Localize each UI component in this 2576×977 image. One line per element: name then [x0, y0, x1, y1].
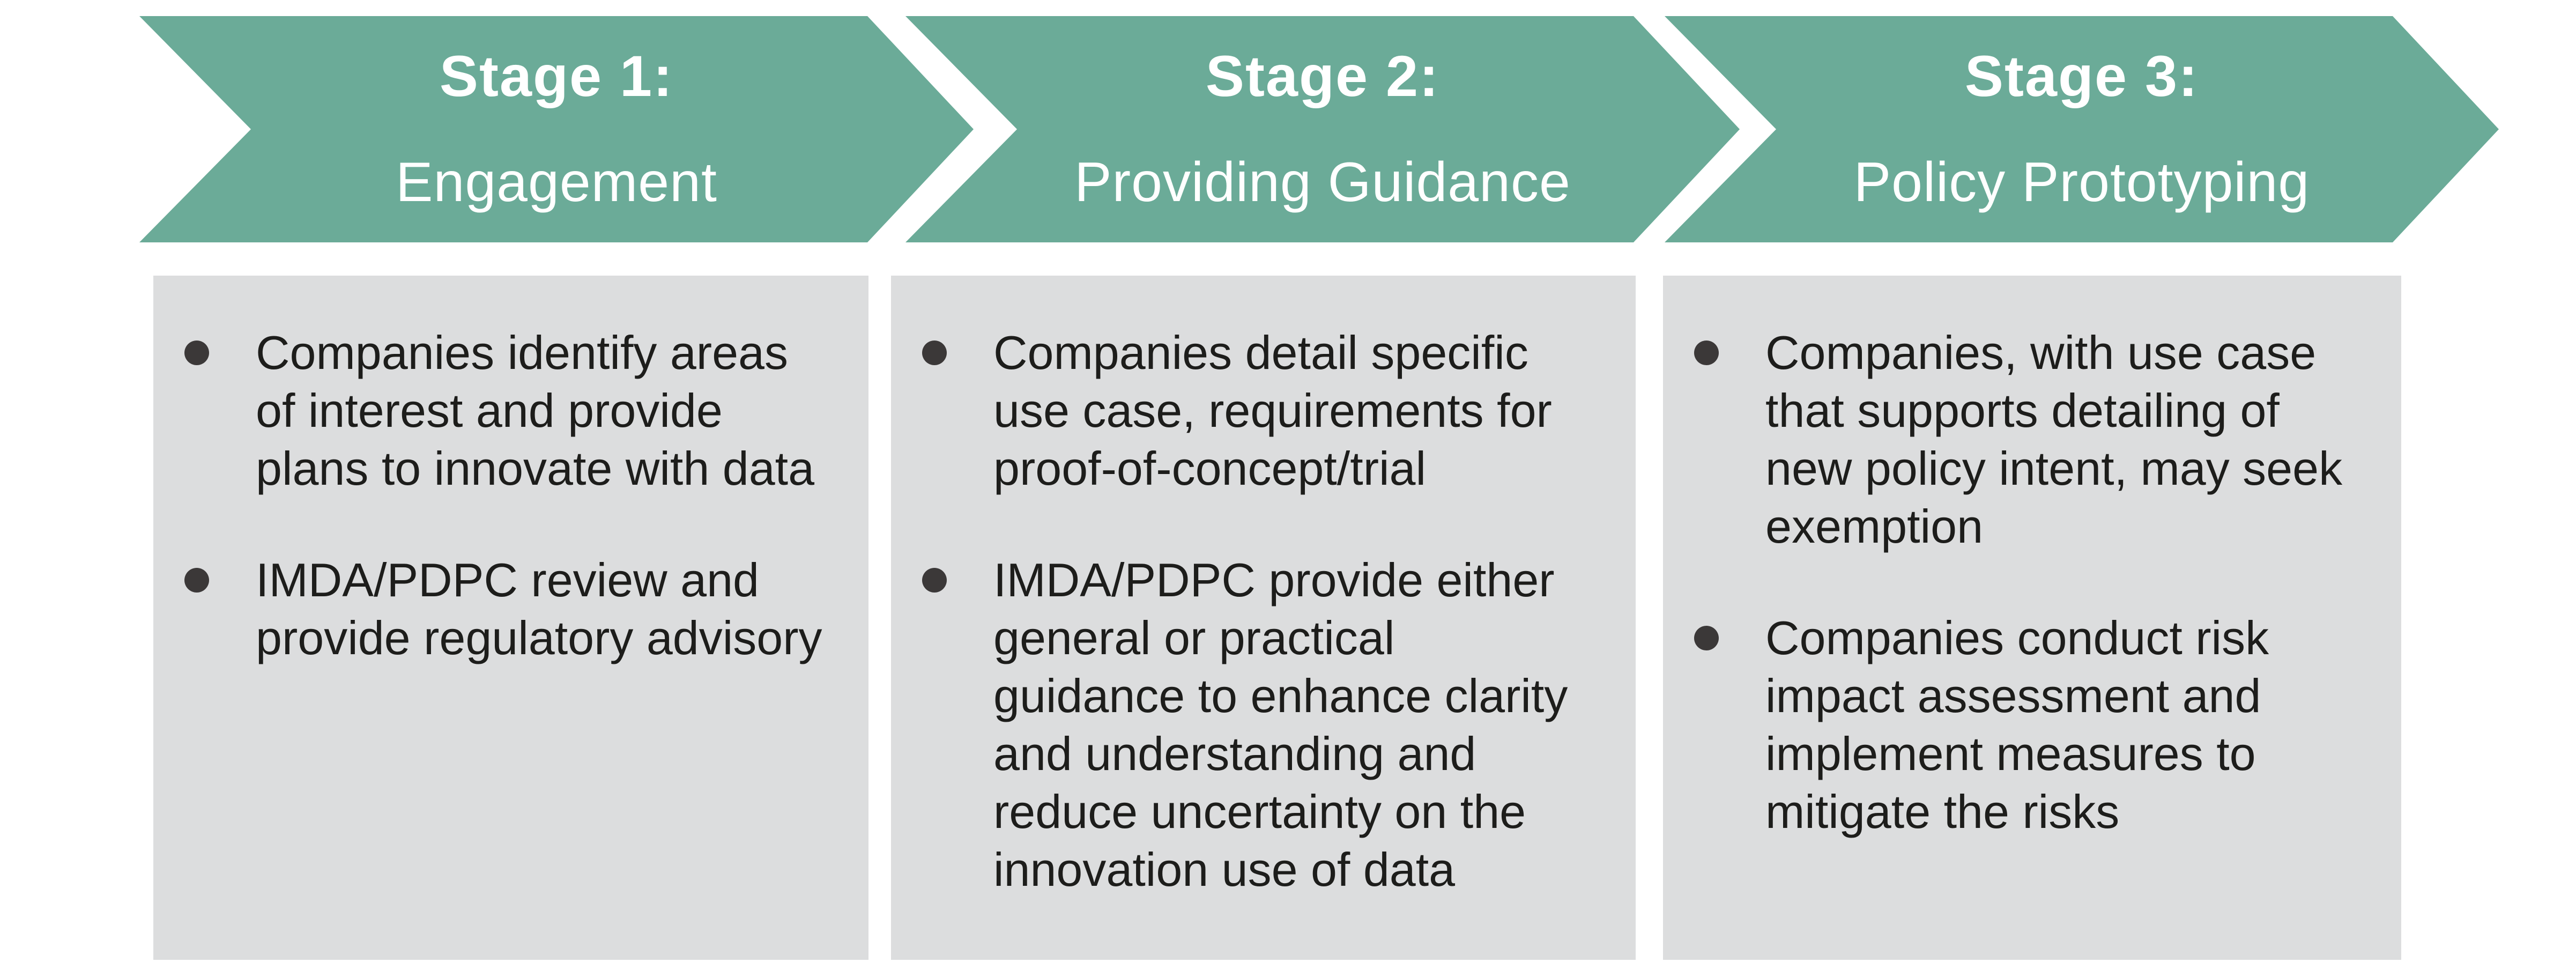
stage-1-title: Engagement	[396, 151, 717, 213]
bullet-text: Companies conduct risk impact assessment…	[1765, 611, 2269, 838]
bullet-text: IMDA/PDPC provide either general or prac…	[993, 553, 1568, 896]
list-item: Companies, with use case that supports d…	[1694, 324, 2385, 556]
bullet-text: IMDA/PDPC review and provide regulatory …	[256, 553, 822, 664]
stage-1-label: Stage 1:	[439, 43, 674, 108]
list-item: IMDA/PDPC provide either general or prac…	[922, 551, 1620, 899]
stage-2-bullet-list: Companies detail specific use case, requ…	[922, 324, 1620, 899]
stage-3-bullet-list: Companies, with use case that supports d…	[1694, 324, 2385, 841]
list-item: Companies detail specific use case, requ…	[922, 324, 1620, 498]
bullet-text: Companies detail specific use case, requ…	[993, 326, 1552, 495]
bullet-text: Companies, with use case that supports d…	[1765, 326, 2343, 553]
bullet-icon	[184, 341, 209, 365]
stage-3-title: Policy Prototyping	[1853, 151, 2310, 213]
bullet-icon	[184, 568, 209, 593]
list-item: Companies conduct risk impact assessment…	[1694, 609, 2385, 841]
bullet-icon	[1694, 341, 1719, 365]
bullet-icon	[922, 568, 947, 593]
stage-1-details-box: Companies identify areas of interest and…	[153, 276, 868, 960]
stage-2-label: Stage 2:	[1205, 43, 1440, 108]
list-item: Companies identify areas of interest and…	[184, 324, 852, 498]
stage-2-details-box: Companies detail specific use case, requ…	[891, 276, 1636, 960]
list-item: IMDA/PDPC review and provide regulatory …	[184, 551, 852, 667]
stage-3-chevron: Stage 3: Policy Prototyping	[1665, 16, 2499, 242]
bullet-icon	[1694, 626, 1719, 650]
stage-1-bullet-list: Companies identify areas of interest and…	[184, 324, 852, 667]
stage-2-chevron: Stage 2: Providing Guidance	[905, 16, 1740, 242]
bullet-icon	[922, 341, 947, 365]
stage-2-title: Providing Guidance	[1074, 151, 1571, 213]
stage-3-details-box: Companies, with use case that supports d…	[1663, 276, 2401, 960]
bullet-text: Companies identify areas of interest and…	[256, 326, 815, 495]
stage-1-chevron: Stage 1: Engagement	[139, 16, 974, 242]
stage-3-label: Stage 3:	[1964, 43, 2199, 108]
